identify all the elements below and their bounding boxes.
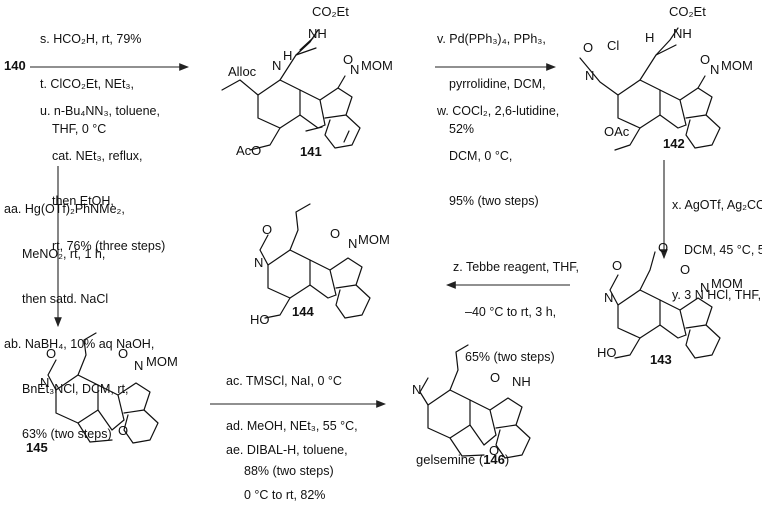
atom-co2et-141: CO₂Et bbox=[312, 4, 349, 19]
cond-line: y. 3 N HCl, THF, rt bbox=[672, 288, 762, 302]
atom-n-143: N bbox=[604, 290, 614, 305]
atom-n-oxindole-141: N bbox=[350, 62, 360, 77]
label-compound-145: 145 bbox=[26, 440, 48, 455]
atom-n-oxindole-145: N bbox=[134, 358, 144, 373]
cond-line: ad. MeOH, NEt₃, 55 °C, bbox=[226, 419, 358, 433]
atom-mom-142: MOM bbox=[721, 58, 753, 73]
structure-145 bbox=[47, 332, 159, 444]
atom-alloc-141: Alloc bbox=[228, 64, 257, 79]
conditions-step2-top: v. Pd(PPh₃)₄, PPh₃, pyrrolidine, DCM, 52… bbox=[437, 2, 546, 152]
conditions-step1-bottom: u. n-Bu₄NN₃, toluene, cat. NEt₃, reflux,… bbox=[40, 74, 165, 269]
atom-o-lactam-145: O bbox=[46, 346, 57, 361]
conditions-step1-top: s. HCO₂H, rt, 79% t. ClCO₂Et, NEt₃, THF,… bbox=[40, 2, 141, 152]
atom-mom-143: MOM bbox=[711, 276, 743, 291]
cond-line: s. HCO₂H, rt, 79% bbox=[40, 32, 142, 46]
atom-cl-142: Cl bbox=[607, 38, 620, 53]
cond-line: 63% (two steps) bbox=[22, 427, 112, 441]
atom-o-ether-146: O bbox=[489, 443, 500, 458]
atom-o-oxindole-144: O bbox=[330, 226, 341, 241]
atom-mom-145: MOM bbox=[146, 354, 178, 369]
structure-146 bbox=[419, 344, 531, 459]
cond-line: z. Tebbe reagent, THF, bbox=[453, 260, 580, 274]
cond-line: 52% bbox=[449, 122, 475, 136]
atom-nh-142: NH bbox=[673, 26, 692, 41]
label-compound-141: 141 bbox=[300, 144, 322, 159]
cond-line: MeNO₂, rt, 1 h, bbox=[22, 247, 106, 261]
label-compound-144: 144 bbox=[292, 304, 314, 319]
cond-line: w. COCl₂, 2,6-lutidine, bbox=[437, 104, 560, 118]
cond-line: t. ClCO₂Et, NEt₃, bbox=[40, 77, 134, 91]
cond-line: v. Pd(PPh₃)₄, PPh₃, bbox=[437, 32, 546, 46]
atom-mom-144: MOM bbox=[358, 232, 390, 247]
label-compound-146: 146 bbox=[483, 452, 505, 467]
atom-h-141: H bbox=[283, 48, 293, 63]
atom-nh-146: NH bbox=[512, 374, 531, 389]
cond-line: DCM, 0 °C, bbox=[449, 149, 513, 163]
atom-o-oxindole-145: O bbox=[118, 346, 129, 361]
atom-n-145: N bbox=[40, 375, 50, 390]
atom-n-oxindole-143: N bbox=[700, 280, 710, 295]
atom-mom-141: MOM bbox=[361, 58, 393, 73]
atom-o-aldehyde-143: O bbox=[658, 240, 669, 255]
atom-n-oxindole-144: N bbox=[348, 236, 358, 251]
atom-n-141: N bbox=[272, 58, 282, 73]
cond-line: 65% (two steps) bbox=[465, 350, 555, 364]
label-gelsemine: gelsemine (146) bbox=[416, 452, 509, 467]
cond-line: pyrrolidine, DCM, bbox=[449, 77, 546, 91]
cond-line: x. AgOTf, Ag₂CO₃, bbox=[672, 198, 762, 212]
gelsemine-close: ) bbox=[504, 452, 510, 467]
atom-oac-142: OAc bbox=[604, 124, 630, 139]
cond-line: u. n-Bu₄NN₃, toluene, bbox=[40, 104, 160, 118]
conditions-step3: x. AgOTf, Ag₂CO₃, DCM, 45 °C, 52% y. 3 N… bbox=[672, 168, 762, 318]
atom-o-ether-145: O bbox=[118, 423, 129, 438]
cond-line: aa. Hg(OTf)₂PhNMe₂, bbox=[4, 202, 125, 216]
cond-line: THF, 0 °C bbox=[52, 122, 107, 136]
cond-line: ac. TMSCl, NaI, 0 °C bbox=[226, 374, 342, 388]
conditions-step4: z. Tebbe reagent, THF, –40 °C to rt, 3 h… bbox=[453, 230, 579, 380]
scheme-canvas bbox=[30, 27, 721, 459]
label-compound-140: 140 bbox=[4, 58, 26, 73]
atom-o-lactam-144: O bbox=[262, 222, 273, 237]
cond-line: ab. NaBH₄, 10% aq NaOH, bbox=[4, 337, 155, 351]
atom-o2-142: O bbox=[700, 52, 711, 67]
structure-142 bbox=[579, 27, 721, 151]
atom-nh-141: NH bbox=[308, 26, 327, 41]
cond-line: 95% (two steps) bbox=[449, 194, 539, 208]
atom-n-144: N bbox=[254, 255, 264, 270]
cond-line: then satd. NaCl bbox=[22, 292, 109, 306]
cond-line: cat. NEt₃, reflux, bbox=[52, 149, 143, 163]
atom-ho-144: HO bbox=[250, 312, 270, 327]
gelsemine-name: gelsemine ( bbox=[416, 452, 484, 467]
cond-line: rt, 76% (three steps) bbox=[52, 239, 166, 253]
cond-line: DCM, 45 °C, 52% bbox=[684, 243, 762, 257]
atom-h-142: H bbox=[645, 30, 655, 45]
structure-144 bbox=[259, 203, 371, 319]
atom-o-oxindole-146: O bbox=[490, 370, 501, 385]
structure-143 bbox=[609, 251, 721, 359]
structure-141 bbox=[221, 29, 361, 151]
atom-o-oxindole-143: O bbox=[680, 262, 691, 277]
conditions-step6-bottom: ae. DIBAL-H, toluene, 0 °C to rt, 82% bbox=[226, 413, 348, 518]
atom-aco-141: AcO bbox=[236, 143, 262, 158]
cond-line: –40 °C to rt, 3 h, bbox=[465, 305, 557, 319]
label-compound-143: 143 bbox=[650, 352, 672, 367]
label-compound-142: 142 bbox=[663, 136, 685, 151]
cond-line: 0 °C to rt, 82% bbox=[244, 488, 326, 502]
atom-n-146: N bbox=[412, 382, 422, 397]
atom-co2et-142: CO₂Et bbox=[669, 4, 706, 19]
conditions-step5: aa. Hg(OTf)₂PhNMe₂, MeNO₂, rt, 1 h, then… bbox=[4, 172, 154, 457]
cond-line: then EtOH, bbox=[52, 194, 114, 208]
atom-o-141: O bbox=[343, 52, 354, 67]
atom-ho-143: HO bbox=[597, 345, 617, 360]
atom-n-oxindole-142: N bbox=[710, 62, 720, 77]
conditions-step2-bottom: w. COCl₂, 2,6-lutidine, DCM, 0 °C, 95% (… bbox=[437, 74, 559, 224]
cond-line: ae. DIBAL-H, toluene, bbox=[226, 443, 348, 457]
atom-n-142: N bbox=[585, 68, 595, 83]
atom-o-lactam-143: O bbox=[612, 258, 623, 273]
atom-o-142: O bbox=[583, 40, 594, 55]
cond-line: BnEt₃NCl, DCM, rt, bbox=[22, 382, 129, 396]
